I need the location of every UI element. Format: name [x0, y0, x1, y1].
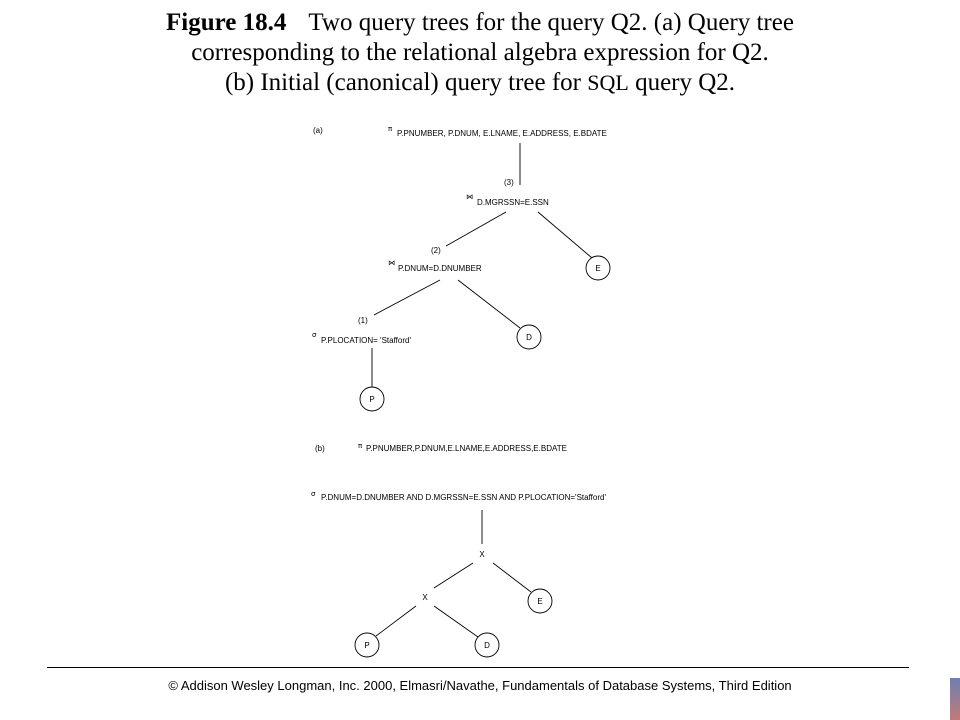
footer-rule	[47, 667, 909, 668]
tree-a-select-cond: P.PLOCATION= 'Stafford'	[321, 336, 411, 345]
figure-label: Figure 18.4	[166, 9, 287, 36]
caption-line-1: Figure 18.4 Two query trees for the query…	[60, 8, 900, 38]
tree-a-step-1: (1)	[358, 316, 368, 325]
tree-b-leaf-p	[354, 632, 380, 658]
tree-a-select-symbol: σ	[312, 331, 317, 339]
caption-line-2: corresponding to the relational algebra …	[191, 39, 769, 66]
tree-b-project-attrs: P.PNUMBER,P.DNUM,E.LNAME,E.ADDRESS,E.BDA…	[366, 444, 567, 453]
caption-line-3: (b) Initial (canonical) query tree for S…	[60, 68, 900, 98]
tree-a-leaf-e-label: E	[595, 264, 600, 273]
tree-a-label: (a)	[313, 126, 323, 135]
tree-a: (a) π P.PNUMBER, P.DNUM, E.LNAME, E.ADDR…	[312, 125, 611, 412]
tree-b-leaf-e	[527, 588, 553, 614]
tree-b-leaf-d	[474, 632, 500, 658]
edge-b-cross-top-e	[492, 562, 532, 593]
tree-a-leaf-e	[585, 255, 611, 281]
tree-a-join2-cond: P.DNUM=D.DNUMBER	[398, 264, 482, 273]
tree-b-select-symbol: σ	[311, 490, 316, 498]
edge-b-cross-low-p	[375, 605, 417, 637]
tree-a-step-2: (2)	[431, 246, 441, 255]
caption-text-1: Two query trees for the query Q2. (a) Qu…	[308, 9, 794, 36]
tree-b-leaf-p-label: P	[364, 641, 369, 650]
tree-a-step-3: (3)	[504, 178, 514, 187]
caption-text-3b: query Q2.	[628, 69, 736, 96]
caption-text-3a: (b) Initial (canonical) query tree for	[224, 69, 588, 96]
tree-b-leaf-e-label: E	[537, 597, 542, 606]
tree-a-project-symbol: π	[388, 125, 393, 133]
edge-a-join1-step2	[445, 211, 507, 247]
tree-a-leaf-d	[516, 324, 542, 350]
edge-b-cross-low-d	[433, 605, 479, 638]
tree-a-join2-symbol: ⋈	[388, 259, 395, 267]
edge-b-cross-top-left	[433, 562, 474, 589]
caption-sql: SQL	[587, 70, 629, 95]
copyright-footer: © Addison Wesley Longman, Inc. 2000, Elm…	[168, 678, 792, 693]
tree-b-cross-top: X	[479, 550, 485, 559]
tree-a-join1-symbol: ⋈	[466, 193, 473, 201]
edge-a-join1-e	[537, 211, 593, 259]
tree-b-cross-low: X	[422, 593, 428, 602]
tree-a-leaf-p	[359, 386, 385, 412]
figure-caption: Figure 18.4 Two query trees for the query…	[60, 8, 900, 98]
tree-a-project-attrs: P.PNUMBER, P.DNUM, E.LNAME, E.ADDRESS, E…	[397, 129, 607, 138]
tree-b-project-symbol: π	[358, 442, 363, 450]
tree-b-select-cond: P.DNUM=D.DNUMBER AND D.MGRSSN=E.SSN AND …	[321, 493, 606, 502]
edge-a-join2-d	[457, 279, 521, 329]
corner-image-fragment	[950, 678, 960, 720]
tree-b-leaf-d-label: D	[484, 641, 490, 650]
tree-a-join1-cond: D.MGRSSN=E.SSN	[477, 198, 549, 207]
tree-a-leaf-d-label: D	[526, 333, 532, 342]
tree-b-label: (b)	[315, 444, 325, 453]
edge-a-join2-step1	[373, 279, 441, 316]
tree-b: (b) π P.PNUMBER,P.DNUM,E.LNAME,E.ADDRESS…	[311, 442, 606, 658]
tree-a-leaf-p-label: P	[369, 395, 374, 404]
